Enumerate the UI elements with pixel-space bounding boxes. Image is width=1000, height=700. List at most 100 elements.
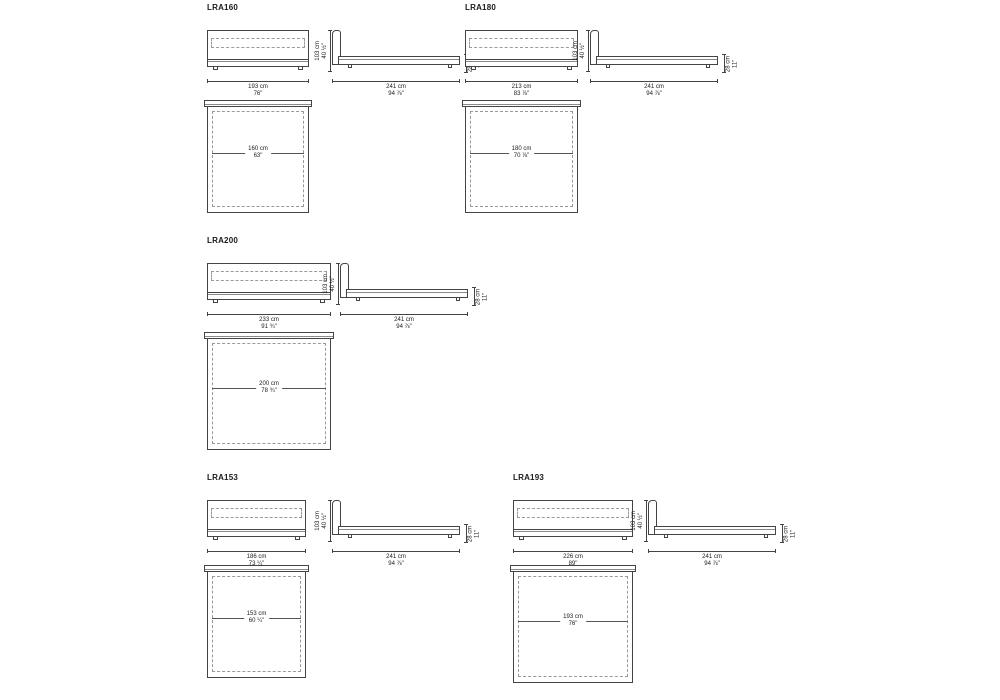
side-length-dimension: 241 cm 94 ⅞" (590, 79, 718, 99)
dimension-label: 103 cm 40 ½" (573, 30, 587, 72)
dimension-inch: 76" (568, 620, 578, 627)
left-leg-outline (213, 299, 218, 303)
front-width-dimension: 186 cm 73 ¼" (207, 549, 306, 569)
left-leg-outline (519, 536, 524, 540)
dimension-cm: 28 cm (725, 55, 732, 72)
plan-view-drawing: 193 cm 76" (510, 565, 636, 683)
dimension-cm: 28 cm (475, 288, 482, 305)
dimension-line (513, 549, 633, 553)
plan-width-dimension-label: 193 cm 76" (560, 612, 586, 629)
front-elevation-drawing (465, 30, 578, 72)
dimension-line (780, 524, 784, 543)
overall-height-dimension: 103 cm 40 ½" (631, 500, 648, 542)
dimension-label: 233 cm 91 ¾" (207, 317, 331, 331)
bedframe-base-outline (207, 529, 306, 537)
right-leg-outline (295, 536, 300, 540)
dimension-label-rotated: 28 cm 11" (725, 55, 739, 71)
dimension-line (207, 79, 309, 83)
left-leg-outline (606, 64, 610, 68)
dimension-label: 241 cm 94 ⅞" (648, 554, 776, 568)
dimension-cm: 28 cm (783, 525, 790, 542)
bedframe-side-outline (654, 526, 776, 535)
right-leg-outline (706, 64, 710, 68)
dimension-inch: 60 ¼" (248, 618, 265, 625)
right-leg-outline (567, 66, 572, 70)
dimension-inch: 94 ⅞" (388, 91, 404, 98)
bedframe-base-outline (465, 59, 578, 67)
dimension-cm: 180 cm (511, 145, 532, 152)
plan-view-drawing: 200 cm 78 ¾" (204, 332, 334, 450)
dimension-cm: 200 cm (259, 380, 279, 387)
headboard-plan-outline (204, 332, 334, 339)
bedframe-base-outline (207, 292, 331, 300)
headboard-side-outline (332, 500, 341, 535)
dimension-cm: 213 cm (511, 84, 532, 90)
dimension-line (207, 312, 331, 316)
mattress-hidden-outline (211, 38, 305, 48)
dimension-label-rotated: 103 cm 40 ½" (631, 511, 645, 531)
mattress-plan-outline (212, 343, 326, 444)
dimension-line (648, 549, 776, 553)
right-leg-outline (448, 64, 452, 68)
right-leg-outline (298, 66, 303, 70)
dimension-inch: 40 ½" (322, 513, 328, 529)
dimension-cm: 160 cm (248, 145, 268, 152)
right-leg-outline (456, 297, 460, 301)
dimension-cm: 193 cm (563, 613, 583, 620)
dimension-cm: 186 cm (246, 554, 267, 560)
mattress-plan-outline (212, 111, 304, 207)
mattress-plan-outline (518, 576, 628, 677)
bedframe-side-outline (338, 56, 460, 65)
model-name: LRA180 (465, 3, 496, 12)
left-leg-outline (356, 297, 360, 301)
right-leg-outline (448, 534, 452, 538)
dimension-label: 241 cm 94 ⅞" (332, 84, 460, 98)
headboard-plan-outline (462, 100, 581, 107)
side-length-dimension: 241 cm 94 ⅞" (340, 312, 468, 332)
front-elevation-drawing (207, 263, 331, 305)
mattress-plan-outline (212, 576, 301, 672)
dimension-inch: 11" (474, 529, 480, 538)
front-width-dimension: 193 cm 76" (207, 79, 309, 99)
dimension-label-rotated: 103 cm 40 ½" (573, 41, 587, 61)
dimension-line (328, 30, 332, 72)
bedframe-base-outline (513, 529, 633, 537)
side-elevation-drawing (340, 263, 468, 305)
overall-height-dimension: 103 cm 40 ½" (323, 263, 340, 305)
front-width-dimension: 233 cm 91 ¾" (207, 312, 331, 332)
base-height-dimension: 28 cm 11" (464, 524, 480, 543)
plan-width-dimension-label: 200 cm 78 ¾" (256, 379, 282, 396)
dimension-cm: 241 cm (394, 317, 414, 323)
dimension-label: 241 cm 94 ⅞" (590, 84, 718, 98)
dimension-inch: 94 ⅞" (646, 91, 662, 98)
left-leg-outline (213, 536, 218, 540)
right-leg-outline (622, 536, 627, 540)
base-height-dimension: 28 cm 11" (780, 524, 796, 543)
headboard-plan-outline (204, 100, 312, 107)
dimension-cm: 241 cm (644, 84, 664, 90)
dimension-inch: 76" (253, 91, 263, 98)
dimension-inch: 40 ½" (580, 43, 586, 59)
headboard-outline (207, 263, 331, 293)
dimension-label: 103 cm 40 ½" (323, 263, 336, 305)
dimension-label: 28 cm 11" (725, 54, 739, 73)
dimension-inch: 40 ½" (638, 513, 644, 529)
front-elevation-drawing (513, 500, 633, 542)
left-leg-outline (664, 534, 668, 538)
dimension-label: 103 cm 40 ½" (315, 30, 328, 72)
dimension-line (590, 79, 718, 83)
headboard-side-outline (340, 263, 349, 298)
headboard-plan-outline (510, 565, 636, 572)
front-elevation-drawing (207, 500, 306, 542)
plan-view-drawing: 153 cm 60 ¼" (204, 565, 309, 678)
overall-height-dimension: 103 cm 40 ½" (573, 30, 590, 72)
side-length-dimension: 241 cm 94 ⅞" (648, 549, 776, 569)
overall-height-dimension: 103 cm 40 ½" (315, 30, 332, 72)
dimension-line (465, 79, 578, 83)
dimension-label-rotated: 28 cm 11" (783, 525, 797, 541)
dimension-inch: 11" (732, 59, 738, 68)
dimension-label: 28 cm 11" (475, 287, 488, 306)
plan-view-drawing: 180 cm 70 ⅞" (462, 100, 581, 213)
base-height-dimension: 28 cm 11" (472, 287, 488, 306)
base-height-dimension: 28 cm 11" (722, 54, 738, 73)
